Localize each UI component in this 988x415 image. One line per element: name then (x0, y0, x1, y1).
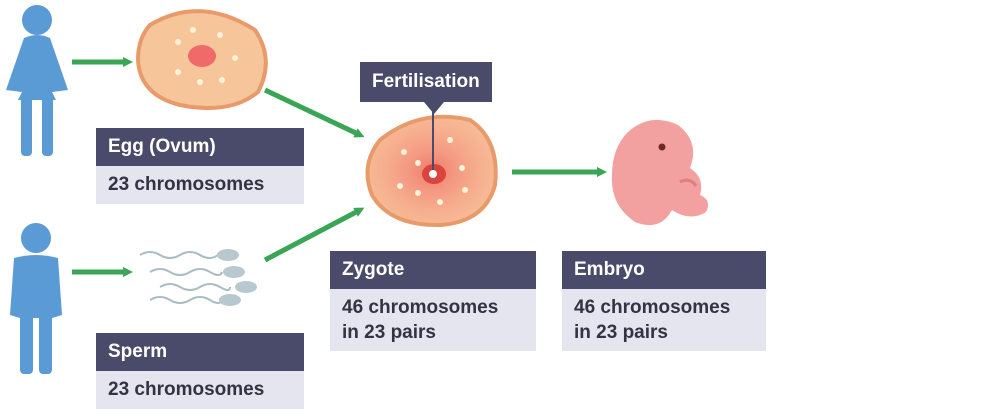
embryo-title: Embryo (562, 251, 766, 289)
sperm-label: Sperm 23 chromosomes (96, 333, 304, 409)
sperm-cells-icon (139, 249, 257, 306)
embryo-icon (611, 119, 708, 226)
sperm-title: Sperm (96, 333, 304, 371)
zygote-chromosomes: 46 chromosomes in 23 pairs (330, 289, 536, 351)
zygote-line2: in 23 pairs (342, 322, 436, 343)
zygote-label: Zygote 46 chromosomes in 23 pairs (330, 251, 536, 351)
egg-cell-icon (135, 9, 268, 111)
embryo-line1: 46 chromosomes (574, 297, 731, 318)
embryo-line2: in 23 pairs (574, 322, 668, 343)
egg-title: Egg (Ovum) (96, 128, 304, 166)
zygote-title: Zygote (330, 251, 536, 289)
callout-pointer (424, 102, 444, 114)
egg-chromosomes: 23 chromosomes (96, 166, 304, 204)
male-icon (10, 223, 62, 374)
sperm-chromosomes: 23 chromosomes (96, 371, 304, 409)
embryo-chromosomes: 46 chromosomes in 23 pairs (562, 289, 766, 351)
egg-label: Egg (Ovum) 23 chromosomes (96, 128, 304, 204)
fertilisation-label: Fertilisation (372, 71, 480, 92)
embryo-label: Embryo 46 chromosomes in 23 pairs (562, 251, 766, 351)
arrow-sperm-to-zygote (263, 207, 365, 263)
zygote-line1: 46 chromosomes (342, 297, 499, 318)
fertilisation-callout: Fertilisation (360, 62, 492, 102)
female-icon (6, 5, 68, 156)
arrow-egg-to-zygote (263, 87, 365, 138)
zygote-cell-icon (365, 105, 498, 228)
